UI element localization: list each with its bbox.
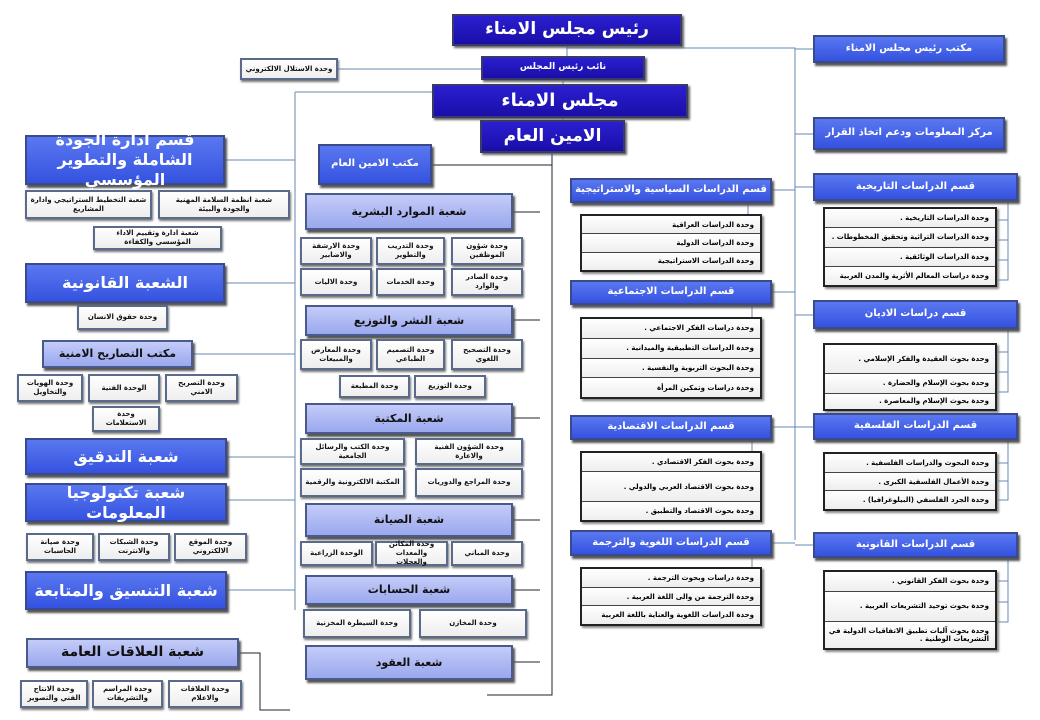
political-dept-box[interactable]: قسم الدراسات السياسية والاستراتيجية [570,178,772,203]
security-unit[interactable]: الوحدة الفنية [88,374,160,402]
accounts-section-box[interactable]: شعبة الحسابات [305,575,513,605]
list-item[interactable]: وحدة بحوث الإسلام والحضارة . [825,373,995,394]
library-unit[interactable]: وحدة الكتب والرسائل الجامعية [300,438,405,465]
list-item[interactable]: وحدة دراسات وبحوث الترجمة . [582,569,760,588]
publishing-section-box[interactable]: شعبة النشر والتوزيع [305,305,513,336]
hr-unit[interactable]: وحدة الخدمات [376,268,445,296]
list-item[interactable]: وحدة دراسات الفكر الاجتماعي . [582,319,760,339]
maintenance-unit[interactable]: الوحدة الزراعية [300,541,373,566]
it-unit[interactable]: وحدة الشبكات والانترنت [98,533,170,561]
quality-unit[interactable]: شعبة التخطيط الستراتيجي وادارة المشاريع [25,190,152,219]
list-item[interactable]: وحدة بحوث الفكر القانوني . [825,572,995,592]
legal-unit[interactable]: وحدة حقوق الانسان [77,305,168,330]
list-item[interactable]: وحدة الدراسات الوثائقية . [825,247,995,267]
list-item[interactable]: وحدة الدراسات اللغوية والعناية باللغة ال… [582,606,760,625]
list-item[interactable]: وحدة بحوث توحيد التشريعات العربية . [825,591,995,623]
accounts-unit[interactable]: وحدة السيطرة المخزنية [303,609,411,638]
list-item[interactable]: وحدة البحوث التربوية والنفسية . [582,358,760,379]
accounts-unit[interactable]: وحدة المخازن [419,609,527,638]
publishing-unit[interactable]: وحدة التصميم الطباعي [376,339,445,370]
quality-unit[interactable]: شعبة ادارة وتقييم الاداء المؤسسي والكفاء… [93,226,222,250]
board-box[interactable]: مجلس الامناء [432,84,688,118]
secretary-general-box[interactable]: الامين العام [480,120,625,153]
list-item[interactable]: وحدة بحوث الفكر الاقتصادي . [582,453,760,473]
pr-unit[interactable]: وحدة المراسم والتشريفات [92,680,163,708]
philosophy-units-list: وحدة البحوث والدراسات الفلسفية .وحدة الأ… [823,452,997,511]
religions-dept-box[interactable]: قسم دراسات الاديان [813,300,1018,329]
list-item[interactable]: وحدة الدراسات الاستراتيجية [582,252,760,270]
audit-section-box[interactable]: شعبة التدقيق [25,438,227,475]
historical-dept-box[interactable]: قسم الدراسات التاريخية [813,173,1018,201]
it-section-box[interactable]: شعبة تكنولوجيا المعلومات [25,483,227,522]
list-item[interactable]: وحدة دراسات وتمكين المرأة [582,378,760,397]
list-item[interactable]: وحدة الدراسات الدولية [582,234,760,253]
economic-dept-box[interactable]: قسم الدراسات الاقتصادية [570,415,772,440]
security-unit[interactable]: وحدة التصريح الامني [165,374,238,402]
info-center-box[interactable]: مركز المعلومات ودعم اتخاذ القرار [813,117,1005,150]
list-item[interactable]: وحدة دراسات المعالم الأثرية والمدن العرب… [825,266,995,285]
publishing-unit[interactable]: وحدة المطبعة [339,375,410,398]
security-unit[interactable]: وحدة الهويات والتخاويل [17,374,83,402]
library-unit[interactable]: وحدة المراجع والدوريات [415,468,523,497]
list-item[interactable]: وحدة بحوث العقيدة والفكر الإسلامي . [825,345,995,374]
hr-unit[interactable]: وحدة الارشفة والاضابير [300,237,372,265]
it-unit[interactable]: وحدة الموقع الالكتروني [174,533,247,561]
economic-units-list: وحدة بحوث الفكر الاقتصادي .وحدة بحوث الا… [580,451,762,522]
list-item[interactable]: وحدة الدراسات التراثية وتحقيق المخطوطات … [825,228,995,248]
list-item[interactable]: وحدة الدراسات العراقية [582,216,760,235]
chairman-box[interactable]: رئيس مجلس الامناء [452,14,682,46]
contracts-section-box[interactable]: شعبة العقود [305,645,513,680]
it-unit[interactable]: وحدة صيانة الحاسبات [26,533,94,561]
hr-unit[interactable]: وحدة شؤون الموظفين [451,237,523,265]
list-item[interactable]: وحدة الأعمال الفلسفية الكبرى . [825,472,995,492]
publishing-unit[interactable]: وحدة المعارض والمبيعات [300,339,372,370]
list-item[interactable]: وحدة بحوث الاقتصاد والتطبيق . [582,501,760,521]
library-section-box[interactable]: شعبة المكتبة [305,403,513,434]
publishing-unit[interactable]: وحدة التوزيع [414,375,486,398]
chairman-office-box[interactable]: مكتب رئيس مجلس الامناء [813,35,1005,63]
hr-unit[interactable]: وحدة الصادر والوارد [451,268,523,296]
security-office-box[interactable]: مكتب التصاريح الامنية [42,340,193,368]
hr-section-box[interactable]: شعبة الموارد البشرية [305,193,513,230]
law-dept-box[interactable]: قسم الدراسات القانونية [813,532,1018,558]
hr-unit[interactable]: وحدة التدريب والتطوير [376,237,445,265]
list-item[interactable]: وحدة بحوث الإسلام والمعاصرة . [825,393,995,409]
library-unit[interactable]: وحدة الشؤون الفنية والاعارة [415,438,523,465]
law-units-list: وحدة بحوث الفكر القانوني .وحدة بحوث توحي… [823,570,997,650]
list-item[interactable]: وحدة الدراسات التاريخية . [825,209,995,229]
list-item[interactable]: وحدة الترجمة من والى اللغة العربية . [582,587,760,607]
list-item[interactable]: وحدة الجرد الفلسفي (البيلوغرافيا) . [825,491,995,510]
vice-chairman-box[interactable]: نائب رئيس المجلس [481,56,645,80]
security-unit[interactable]: وحدة الاستعلامات [92,406,160,432]
historical-units-list: وحدة الدراسات التاريخية .وحدة الدراسات ا… [823,207,997,287]
quality-dept-box[interactable]: قسم ادارة الجودة الشاملة والتطوير المؤسس… [25,130,225,189]
legal-section-box[interactable]: الشعبة القانونية [25,263,225,303]
linguistic-dept-box[interactable]: قسم الدراسات اللغوية والترجمة [570,530,772,556]
plagiarism-unit-box[interactable]: وحدة الاستلال الالكتروني [240,58,338,80]
pr-unit[interactable]: وحدة العلاقات والاعلام [168,680,242,708]
linguistic-units-list: وحدة دراسات وبحوث الترجمة .وحدة الترجمة … [580,567,762,626]
pr-section-box[interactable]: شعبة العلاقات العامة [26,638,239,668]
hr-unit[interactable]: وحدة الاليات [300,268,372,296]
sg-office-box[interactable]: مكتب الامين العام [318,144,432,185]
maintenance-unit[interactable]: وحدة المباني [451,541,523,566]
maintenance-section-box[interactable]: شعبة الصيانة [305,503,513,537]
religions-units-list: وحدة بحوث العقيدة والفكر الإسلامي .وحدة … [823,343,997,411]
list-item[interactable]: وحدة بحوث الاقتصاد العربي والدولي . [582,472,760,502]
list-item[interactable]: وحدة الدراسات التطبيقية والميدانية . [582,338,760,359]
maintenance-unit[interactable]: وحدة المكائن والمعدات والعجلات [375,540,448,566]
list-item[interactable]: وحدة بحوث آليات تطبيق الاتفاقيات الدولية… [825,622,995,648]
list-item[interactable]: وحدة البحوث والدراسات الفلسفية . [825,454,995,473]
philosophy-dept-box[interactable]: قسم الدراسات الفلسفية [813,413,1018,440]
coordination-section-box[interactable]: شعبة التنسيق والمتابعة [25,571,227,610]
social-dept-box[interactable]: قسم الدراسات الاجتماعية [570,280,772,305]
library-unit[interactable]: المكتبة الالكترونية والرقمية [300,468,405,497]
publishing-unit[interactable]: وحدة التصحيح اللغوي [451,339,523,370]
pr-unit[interactable]: وحدة الانتاج الفني والتصوير [20,680,88,708]
quality-unit[interactable]: شعبة انظمة السلامة المهنية والجودة والبي… [158,190,290,219]
social-units-list: وحدة دراسات الفكر الاجتماعي .وحدة الدراس… [580,317,762,399]
